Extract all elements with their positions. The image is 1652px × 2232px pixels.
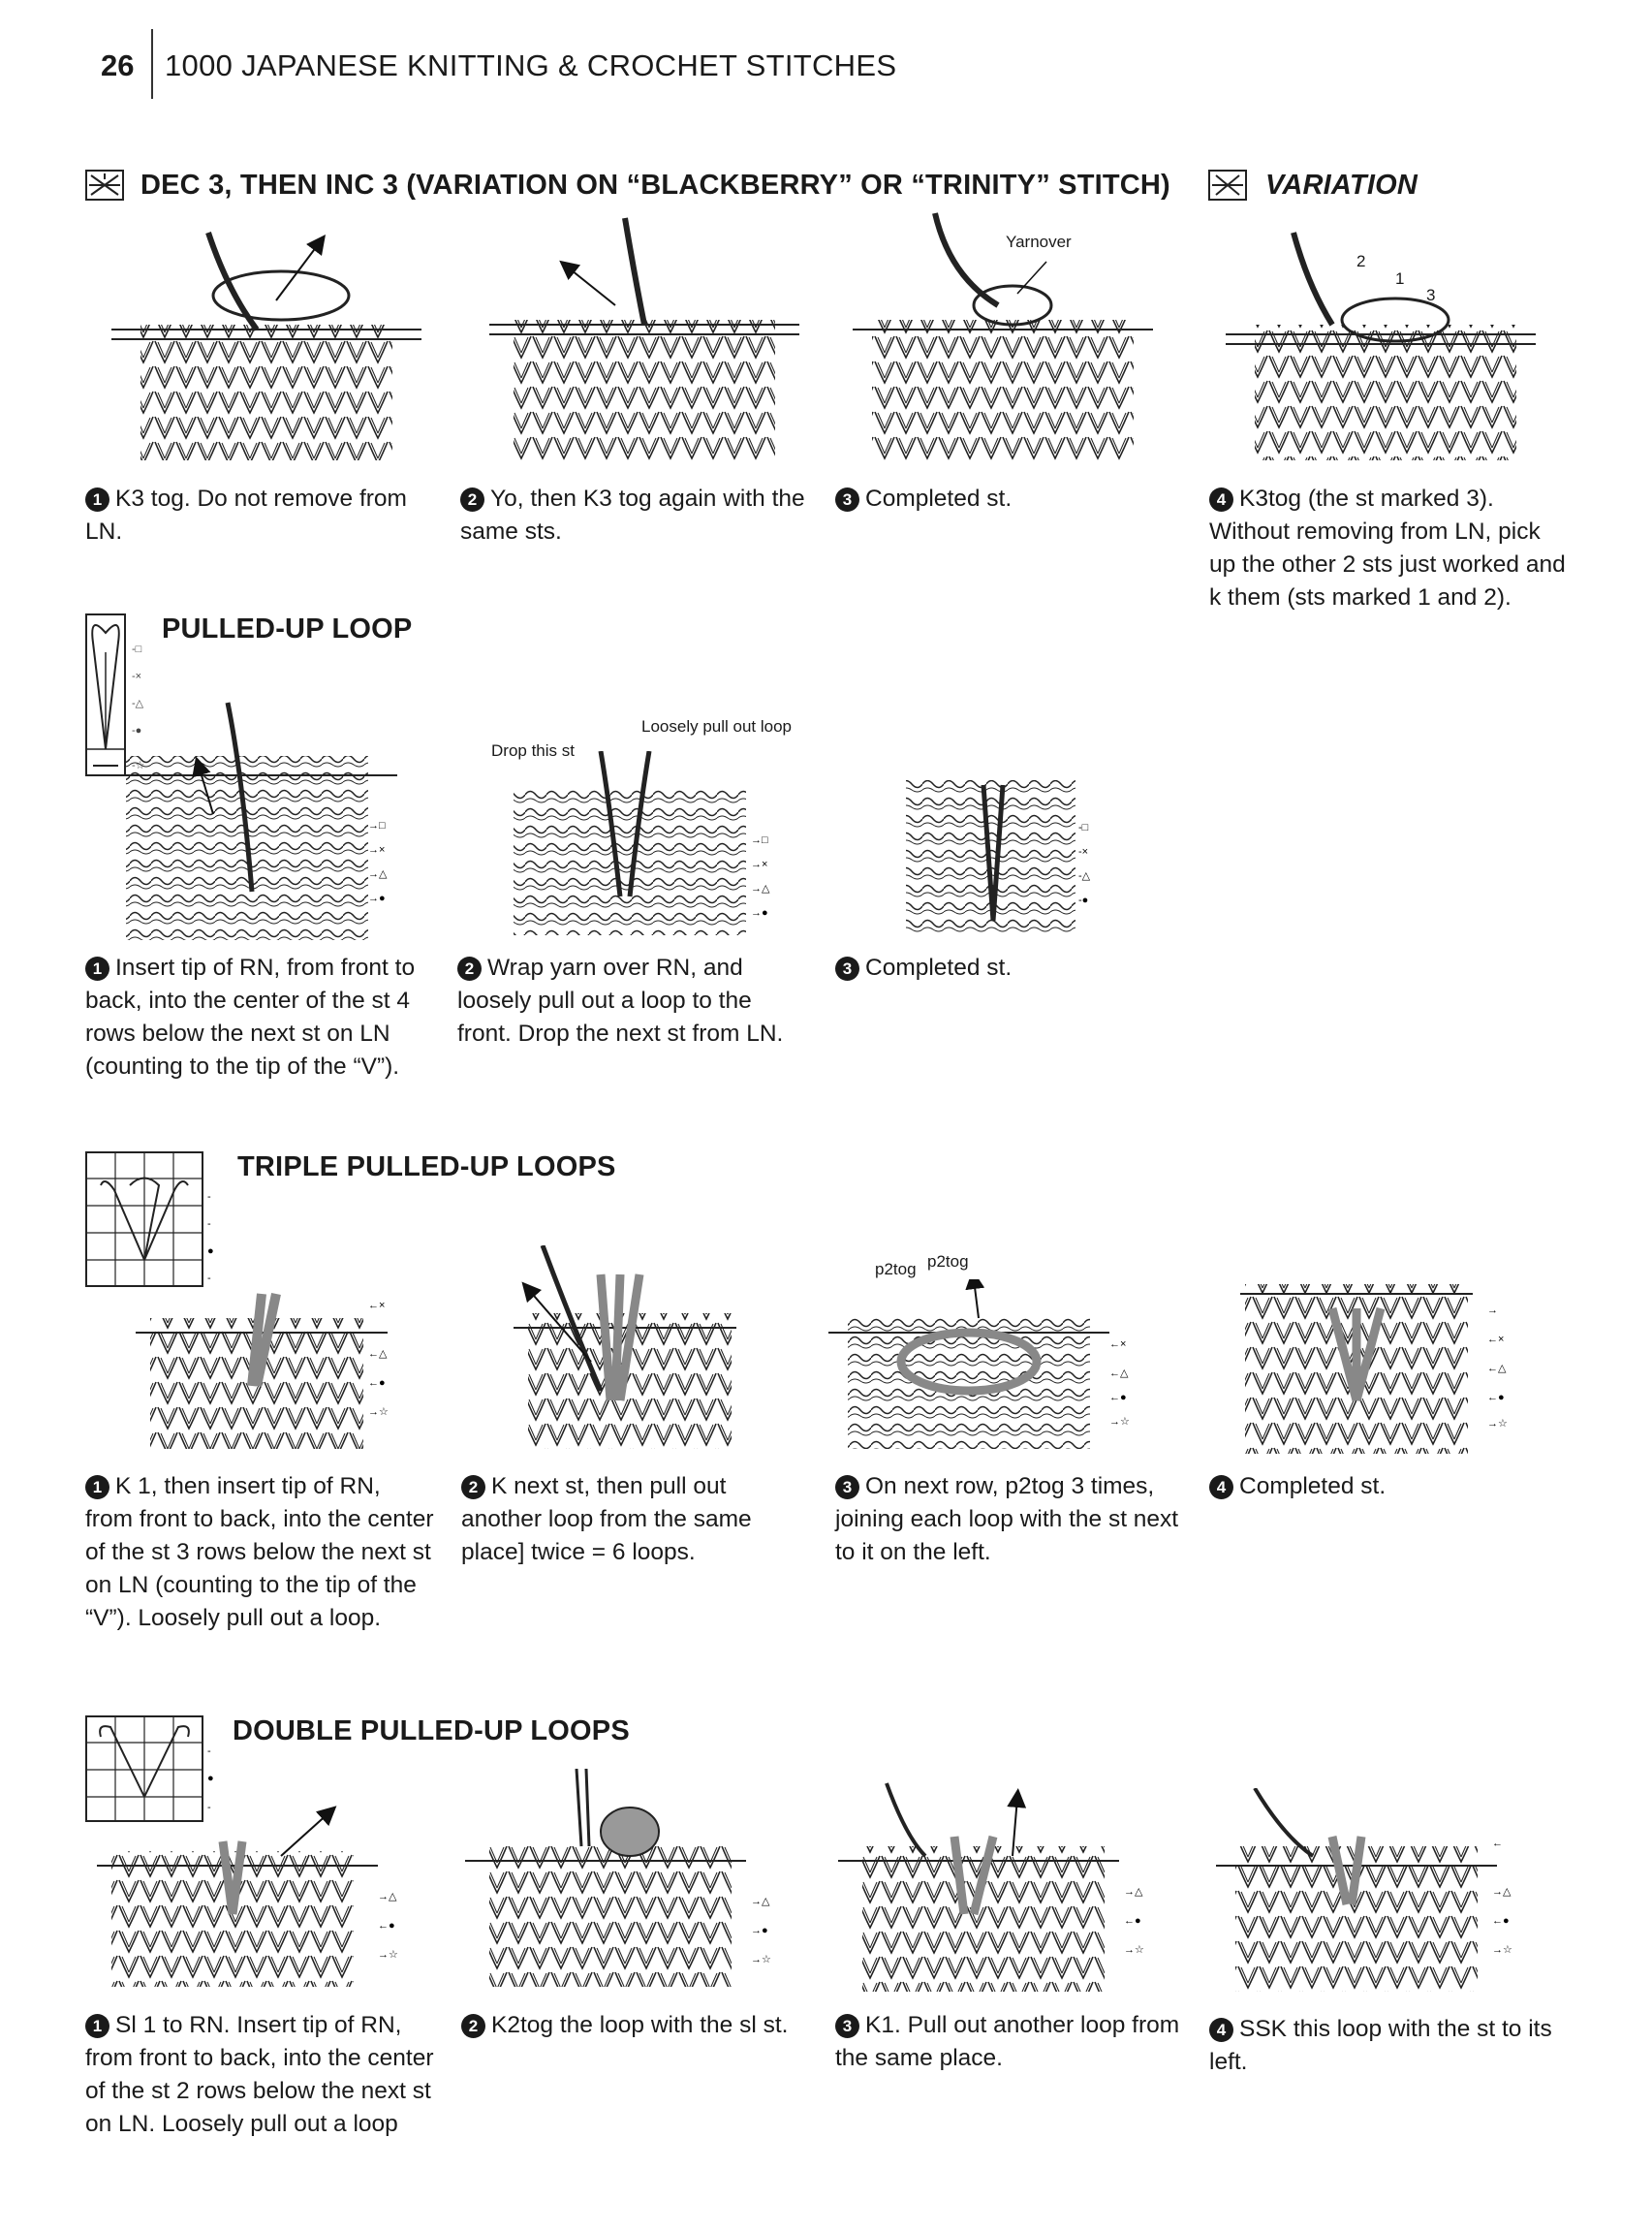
svg-text:-●: -●	[1078, 895, 1088, 906]
svg-text:→□: →□	[368, 820, 386, 832]
svg-text:→: →	[1487, 1305, 1498, 1316]
svg-text:→☆: →☆	[751, 1954, 771, 1965]
svg-text:●: ●	[207, 1773, 214, 1784]
svg-text:←△: ←△	[1109, 1367, 1129, 1379]
svg-text:←: ←	[1492, 1838, 1503, 1849]
illustration-double-step4: ← →△ ←● →☆	[1216, 1788, 1512, 1992]
illustration-triple-step3: ←× ←△ ←● →☆	[828, 1279, 1130, 1449]
svg-text:→×: →×	[751, 859, 767, 870]
svg-text:←△: ←△	[1487, 1363, 1507, 1374]
section-title-double: DOUBLE PULLED-UP LOOPS	[233, 1715, 630, 1746]
svg-text:→☆: →☆	[378, 1949, 398, 1961]
section-title-pulled-up: PULLED-UP LOOP	[162, 613, 413, 644]
stitch-symbol-icon	[85, 170, 124, 201]
svg-text:→△: →△	[378, 1891, 397, 1902]
book-title: 1000 JAPANESE KNITTING & CROCHET STITCHE…	[165, 48, 897, 82]
illustration-double-step3: →△ ←● →☆	[838, 1782, 1144, 1992]
label-loosely-pull: Loosely pull out loop	[641, 717, 793, 736]
svg-text:-: -	[207, 1802, 211, 1813]
svg-text:●: ●	[207, 1245, 214, 1257]
svg-text:→△: →△	[751, 1896, 770, 1907]
svg-text:-×: -×	[132, 671, 141, 682]
label-yarnover: Yarnover	[1006, 233, 1072, 251]
svg-text:-: -	[207, 1745, 211, 1757]
illustration-dec3-step1	[111, 232, 421, 460]
svg-text:-△: -△	[132, 698, 144, 709]
svg-text:-: -	[207, 1191, 211, 1203]
svg-text:←●: ←●	[368, 1377, 386, 1389]
svg-text:→●: →●	[368, 893, 386, 904]
label-drop-this-st: Drop this st	[491, 741, 575, 760]
section-title-dec3: DEC 3, THEN INC 3 (VARIATION ON “BLACKBE…	[140, 170, 1170, 201]
illustration-triple-step1: ←× ←△ ←● →☆	[136, 1292, 389, 1449]
svg-text:←×: ←×	[1487, 1334, 1504, 1345]
svg-text:→☆: →☆	[1487, 1418, 1508, 1430]
svg-text:→☆: →☆	[368, 1406, 389, 1418]
svg-text:-: -	[207, 1218, 211, 1230]
label-2: 2	[1356, 252, 1366, 270]
svg-text:→△: →△	[1124, 1886, 1143, 1898]
svg-text:→□: →□	[751, 834, 768, 846]
illustration-triple-step2	[514, 1245, 736, 1449]
svg-text:→●: →●	[751, 907, 768, 919]
header-divider	[151, 29, 153, 99]
illustration-dec3-step4	[1226, 232, 1536, 460]
chart-symbol-double: - ● -	[85, 1715, 214, 1822]
svg-text:←×: ←×	[368, 1300, 385, 1311]
svg-text:→△: →△	[751, 883, 770, 895]
label-p2tog-a: p2tog	[875, 1260, 917, 1278]
svg-text:→×: →×	[368, 844, 385, 856]
chart-symbol-triple: - - ● -	[85, 1151, 214, 1287]
svg-text:←●: ←●	[1124, 1915, 1141, 1927]
svg-text:←△: ←△	[368, 1348, 388, 1360]
svg-text:-□: -□	[132, 644, 142, 655]
illustration-triple-step4: → ←× ←△ ←● →☆	[1240, 1284, 1508, 1454]
svg-text:→☆: →☆	[1492, 1944, 1512, 1956]
svg-text:→△: →△	[368, 868, 388, 880]
illustration-pulled-up-step2: →□ →× →△ →●	[514, 751, 770, 935]
variation-title: VARIATION	[1265, 170, 1418, 201]
svg-text:-●: -●	[132, 725, 141, 737]
svg-text:→△: →△	[1492, 1886, 1512, 1898]
page-number: 26	[101, 48, 135, 82]
section-title-triple: TRIPLE PULLED-UP LOOPS	[237, 1151, 616, 1182]
svg-text:-: -	[207, 1273, 211, 1284]
illustration-dec3-step2	[489, 217, 799, 460]
svg-text:←●: ←●	[1109, 1392, 1127, 1403]
illustration-double-step1: →△ ←● →☆	[97, 1806, 398, 1987]
svg-text:-□: -□	[1078, 822, 1089, 833]
svg-text:→☆: →☆	[1124, 1944, 1144, 1956]
illustration-dec3-step3	[853, 212, 1153, 460]
svg-text:-×: -×	[1078, 846, 1088, 858]
illustration-pulled-up-step3: -□ -× -△ -●	[906, 780, 1091, 935]
illustration-double-step2: →△ →● →☆	[465, 1769, 771, 1987]
svg-text:←●: ←●	[1487, 1392, 1505, 1403]
variation-symbol-icon	[1208, 170, 1247, 201]
illustration-pulled-up-step1: →□ →× →△ →●	[116, 702, 397, 940]
label-p2tog-b: p2tog	[927, 1252, 969, 1271]
svg-text:-△: -△	[1078, 870, 1091, 882]
label-1: 1	[1395, 269, 1405, 288]
svg-text:→●: →●	[751, 1925, 768, 1936]
svg-text:←●: ←●	[378, 1920, 395, 1932]
svg-text:→☆: →☆	[1109, 1416, 1130, 1428]
svg-text:←●: ←●	[1492, 1915, 1510, 1927]
label-3: 3	[1426, 286, 1436, 304]
svg-text:←×: ←×	[1109, 1338, 1126, 1350]
